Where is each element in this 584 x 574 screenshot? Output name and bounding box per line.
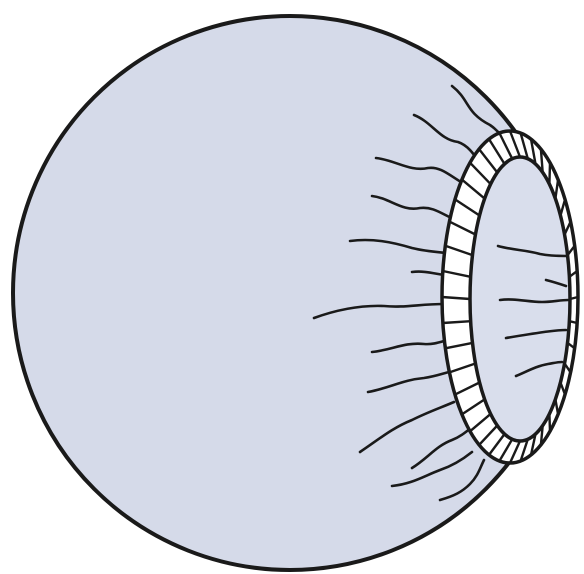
eyeball-diagram	[0, 0, 584, 574]
diagram-stage	[0, 0, 584, 574]
